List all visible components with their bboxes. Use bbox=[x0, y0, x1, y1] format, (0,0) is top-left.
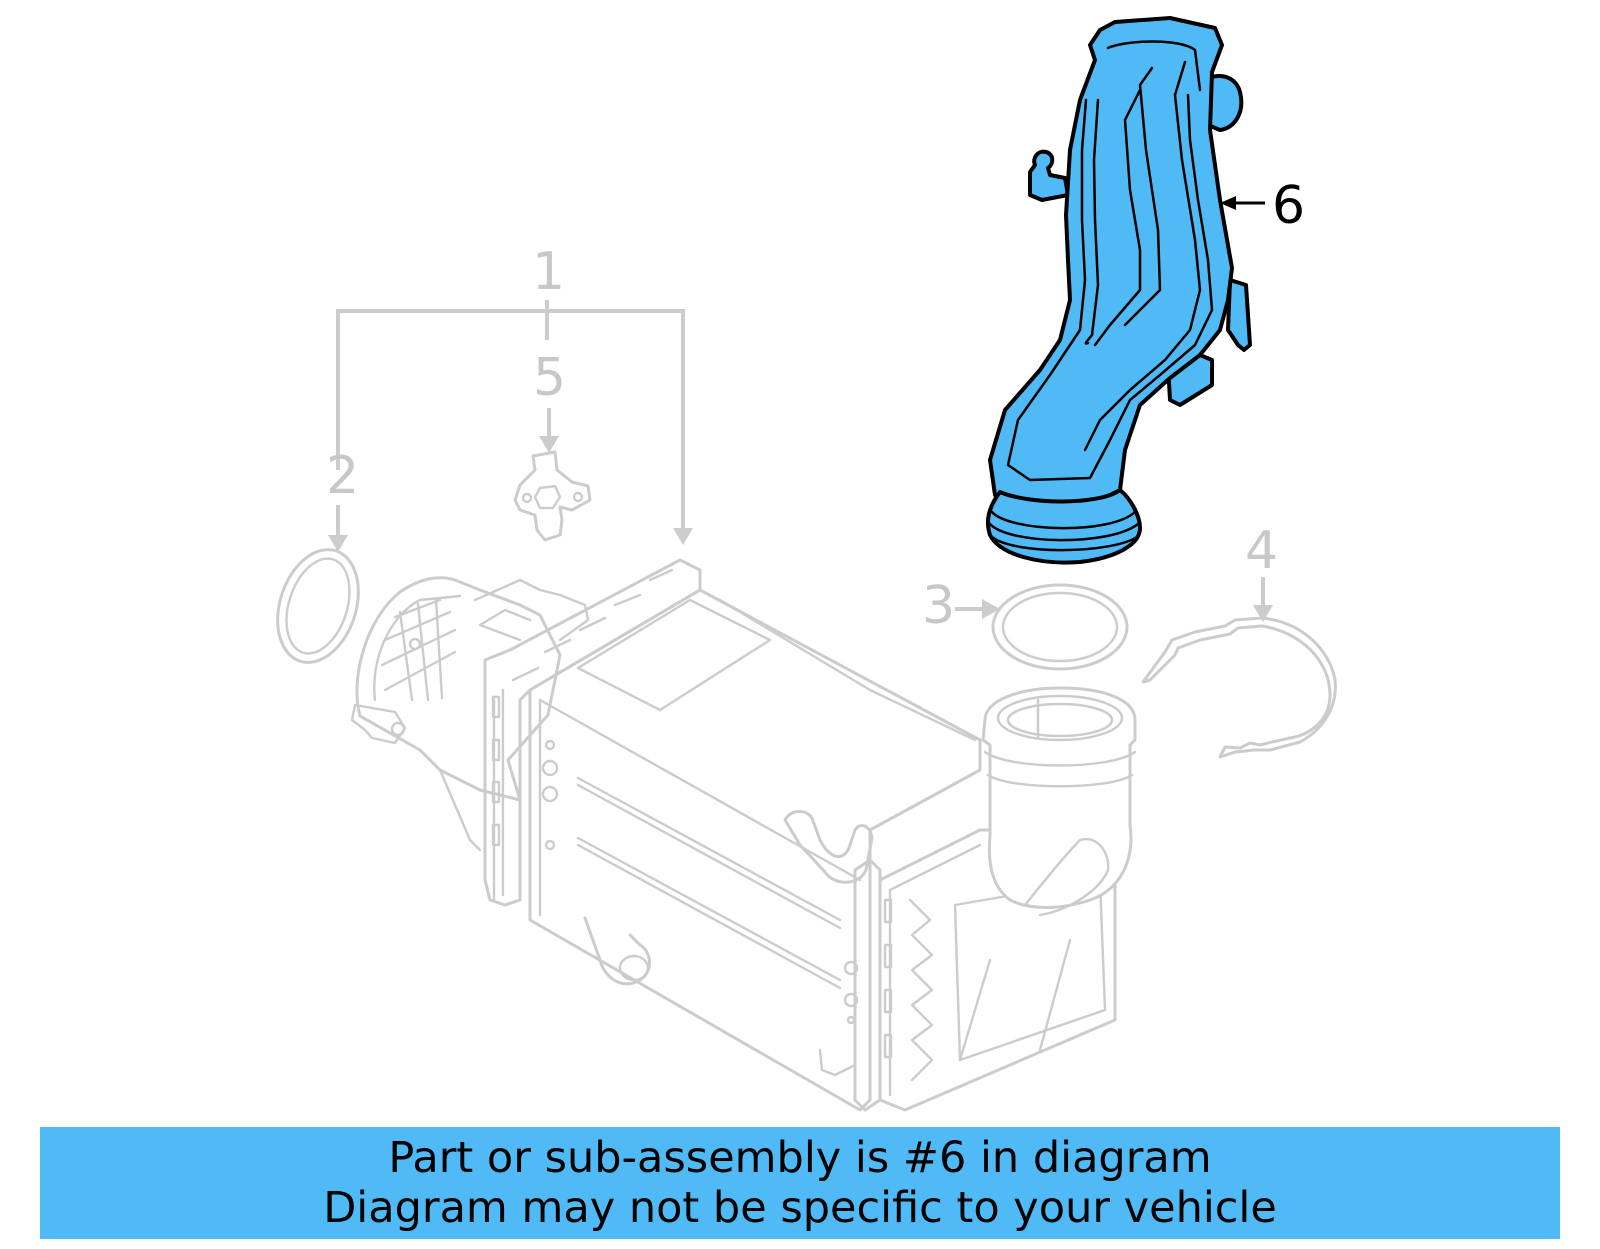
intercooler-part-1 bbox=[350, 558, 1137, 1112]
air-duct-part-6 bbox=[986, 16, 1252, 565]
callout-1-bracket bbox=[336, 300, 693, 545]
callout-label-2: 2 bbox=[326, 446, 360, 506]
callout-label-1: 1 bbox=[532, 242, 566, 302]
gasket-part-2 bbox=[276, 548, 360, 664]
banner-line-disclaimer: Diagram may not be specific to your vehi… bbox=[323, 1183, 1277, 1233]
callout-2-leader bbox=[328, 505, 348, 552]
callout-label-6: 6 bbox=[1272, 176, 1306, 236]
callout-3-leader bbox=[955, 599, 1000, 619]
gasket-part-3 bbox=[991, 583, 1129, 671]
callout-6-leader bbox=[1220, 196, 1265, 210]
clip-part-4 bbox=[1141, 616, 1337, 759]
callout-label-3: 3 bbox=[922, 576, 956, 636]
callout-label-4: 4 bbox=[1245, 521, 1279, 581]
info-banner: Part or sub-assembly is #6 in diagram Di… bbox=[40, 1127, 1560, 1239]
callout-4-leader bbox=[1253, 577, 1273, 622]
callout-5-leader bbox=[539, 408, 559, 453]
callout-label-5: 5 bbox=[533, 348, 567, 408]
sensor-part-5 bbox=[513, 450, 592, 542]
banner-line-part-number: Part or sub-assembly is #6 in diagram bbox=[388, 1133, 1212, 1183]
